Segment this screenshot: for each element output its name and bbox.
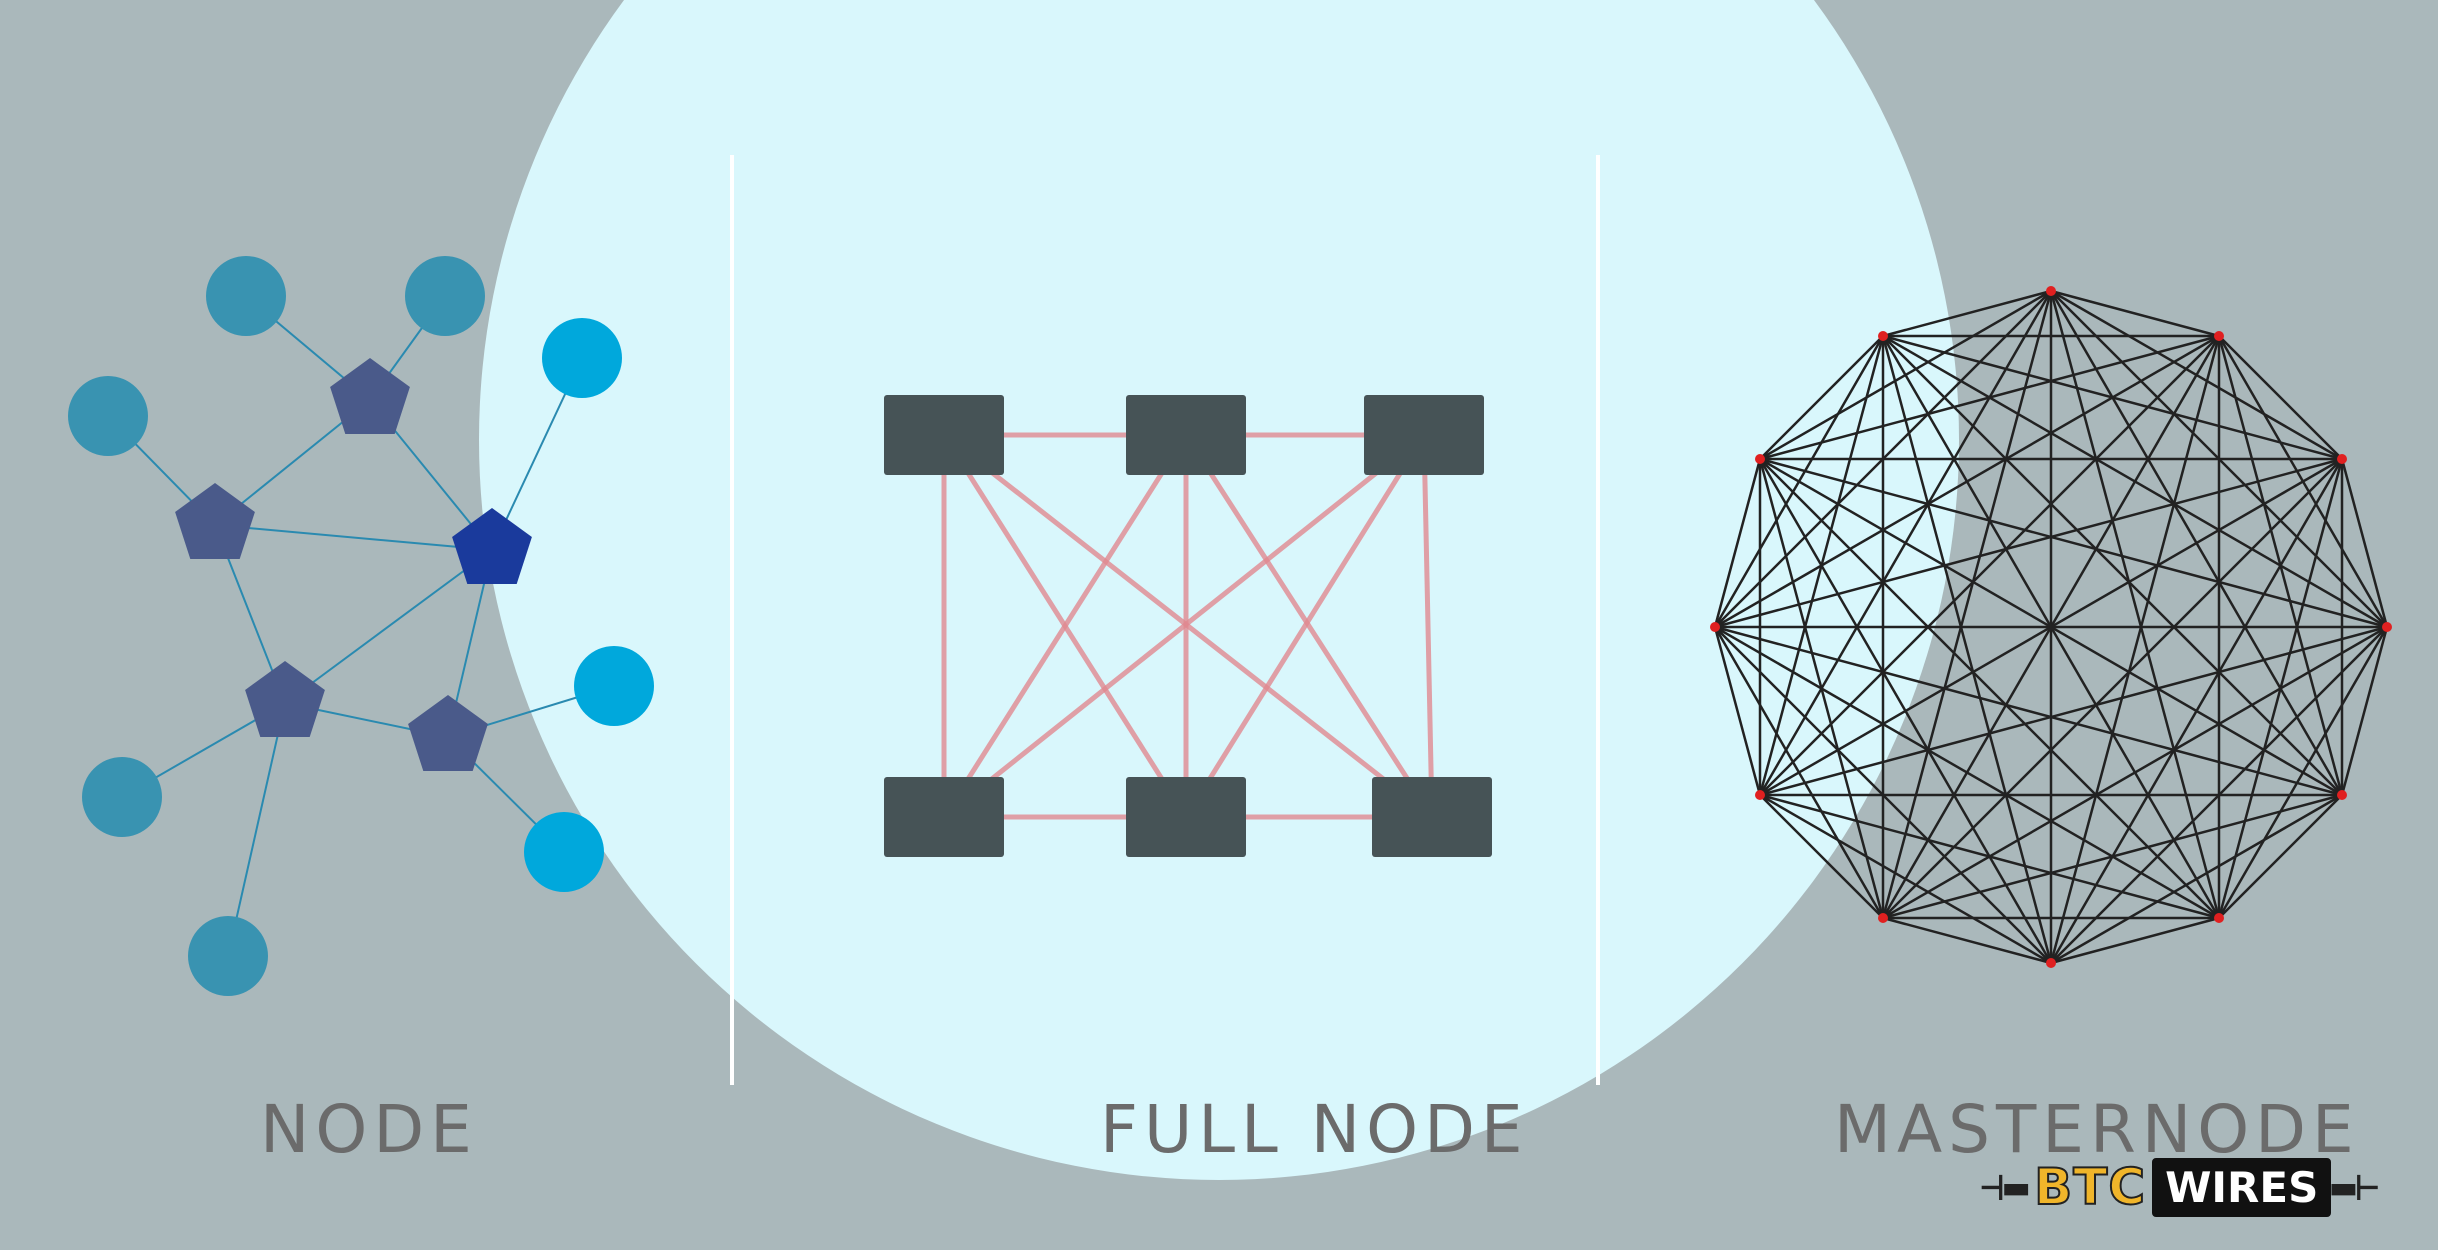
socket-icon: ▬⊢ bbox=[2331, 1164, 2380, 1210]
node-pentagon bbox=[452, 508, 532, 584]
mesh-vertex bbox=[2214, 331, 2224, 341]
mesh-line bbox=[1759, 335, 1884, 460]
full-node-link bbox=[942, 433, 1426, 819]
node-network-pentagons bbox=[175, 358, 532, 771]
mesh-vertex bbox=[2046, 286, 2056, 296]
mesh-line bbox=[1881, 290, 2053, 919]
server-box bbox=[884, 777, 1004, 857]
mesh-line bbox=[1714, 625, 2343, 797]
mesh-line bbox=[1713, 458, 1762, 628]
node-circle bbox=[405, 256, 485, 336]
mesh-line bbox=[2218, 335, 2343, 460]
node-circle bbox=[68, 376, 148, 456]
mesh-line bbox=[1758, 458, 2053, 964]
masternode-mesh-vertices bbox=[1710, 286, 2392, 968]
node-label: NODE bbox=[260, 1091, 478, 1168]
server-box bbox=[1126, 395, 1246, 475]
mesh-line bbox=[2340, 626, 2389, 796]
node-circle bbox=[188, 916, 268, 996]
mesh-line bbox=[1714, 457, 2343, 629]
mesh-line bbox=[1881, 335, 2053, 964]
node-circle bbox=[574, 646, 654, 726]
mesh-line bbox=[1882, 289, 2052, 338]
mesh-vertex bbox=[1755, 454, 1765, 464]
mesh-line bbox=[2050, 916, 2220, 965]
mesh-line bbox=[2049, 290, 2221, 919]
mesh-vertex bbox=[2337, 454, 2347, 464]
mesh-line bbox=[1759, 458, 2220, 919]
mesh-line bbox=[1713, 626, 1762, 796]
node-circle bbox=[206, 256, 286, 336]
mesh-vertex bbox=[2046, 958, 2056, 968]
server-box bbox=[1126, 777, 1246, 857]
mesh-line bbox=[1881, 335, 2221, 919]
mesh-vertex bbox=[1878, 331, 1888, 341]
mesh-line bbox=[1713, 626, 1885, 919]
logo-wires-text: WIRES bbox=[2152, 1157, 2332, 1217]
mesh-line bbox=[1882, 916, 2052, 965]
mesh-line bbox=[1759, 794, 1884, 919]
full-node-label: FULL NODE bbox=[1100, 1091, 1529, 1168]
full-node-link bbox=[1183, 433, 1435, 819]
masternode-mesh-lines bbox=[1713, 289, 2389, 965]
mesh-line bbox=[1882, 334, 2343, 461]
highlight-circle bbox=[479, 0, 1959, 1180]
mesh-vertex bbox=[2382, 622, 2392, 632]
node-circle bbox=[542, 318, 622, 398]
mesh-line bbox=[1758, 335, 1885, 796]
mesh-vertex bbox=[1710, 622, 1720, 632]
mesh-line bbox=[1759, 625, 2388, 797]
node-link bbox=[214, 524, 493, 551]
node-circle bbox=[82, 757, 162, 837]
mesh-line bbox=[1759, 793, 2052, 965]
server-box bbox=[1364, 395, 1484, 475]
mesh-line bbox=[1758, 458, 1885, 919]
mesh-line bbox=[1882, 335, 2343, 796]
btcwires-logo: ⊣▬ BTC WIRES ▬⊢ bbox=[1980, 1157, 2380, 1217]
server-box bbox=[884, 395, 1004, 475]
node-pentagon bbox=[330, 358, 410, 434]
node-link bbox=[284, 549, 493, 704]
node-circle bbox=[524, 812, 604, 892]
full-node-link bbox=[1183, 433, 1427, 819]
masternode-label: MASTERNODE bbox=[1834, 1091, 2360, 1168]
mesh-line bbox=[2218, 794, 2343, 919]
mesh-vertex bbox=[2337, 790, 2347, 800]
mesh-vertex bbox=[1878, 913, 1888, 923]
full-node-links bbox=[941, 432, 1435, 820]
mesh-vertex bbox=[1755, 790, 1765, 800]
node-pentagon bbox=[245, 661, 325, 737]
full-node-link bbox=[941, 433, 1189, 819]
server-box bbox=[1372, 777, 1492, 857]
logo-btc-text: BTC bbox=[2033, 1157, 2147, 1217]
mesh-line bbox=[1713, 335, 1885, 628]
plug-icon: ⊣▬ bbox=[1980, 1164, 2029, 1210]
node-link bbox=[227, 702, 286, 957]
full-node-servers bbox=[884, 395, 1492, 857]
mesh-line bbox=[1882, 458, 2343, 919]
mesh-line bbox=[1759, 335, 2220, 796]
node-network-circles bbox=[68, 256, 654, 996]
mesh-vertex bbox=[2214, 913, 2224, 923]
mesh-line bbox=[1759, 457, 2388, 629]
mesh-line bbox=[2049, 335, 2221, 964]
mesh-line bbox=[2340, 458, 2389, 628]
node-pentagon bbox=[175, 483, 255, 559]
mesh-line bbox=[1882, 334, 2388, 629]
node-pentagon bbox=[408, 695, 488, 771]
mesh-line bbox=[2050, 289, 2220, 338]
full-node-link bbox=[1421, 434, 1435, 818]
mesh-line bbox=[1714, 625, 2220, 920]
